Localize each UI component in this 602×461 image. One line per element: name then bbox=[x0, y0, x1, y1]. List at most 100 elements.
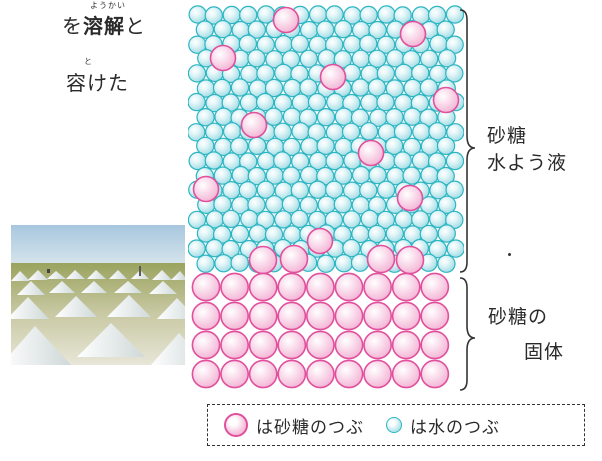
water-particle bbox=[213, 195, 232, 214]
water-particle bbox=[239, 5, 258, 25]
water-particle bbox=[299, 196, 319, 215]
water-particle bbox=[316, 107, 336, 127]
water-particle bbox=[213, 166, 232, 185]
water-particle bbox=[376, 180, 396, 199]
water-particle bbox=[230, 253, 249, 272]
sugar-particle-solid bbox=[220, 301, 250, 331]
sugar-particle-dissolved bbox=[192, 175, 220, 203]
water-particle bbox=[188, 239, 206, 258]
text-line-dissolution: を溶解と bbox=[62, 10, 146, 39]
sugar-particle-dissolved bbox=[396, 184, 424, 212]
water-particle bbox=[256, 64, 275, 83]
sugar-particle-dissolved bbox=[399, 20, 427, 48]
water-particle bbox=[385, 224, 404, 243]
sugar-particle-solid bbox=[363, 272, 393, 302]
water-particle bbox=[368, 165, 387, 185]
legend-item-water: は水のつぶ bbox=[386, 413, 500, 438]
sugar-particle-solid bbox=[363, 359, 393, 389]
furigana-to: と bbox=[84, 57, 92, 66]
water-particle bbox=[427, 5, 447, 25]
water-particle bbox=[188, 210, 207, 230]
water-particle bbox=[341, 122, 361, 142]
sugar-particle-solid bbox=[277, 301, 307, 331]
water-particle bbox=[359, 180, 378, 200]
water-particle bbox=[446, 123, 464, 142]
water-particle bbox=[376, 64, 396, 83]
water-particle bbox=[445, 180, 464, 199]
text-line-prefix: を bbox=[62, 14, 83, 38]
sugar-particle-dissolved bbox=[319, 63, 347, 91]
water-particle bbox=[281, 195, 301, 214]
text-line-suffix: と bbox=[125, 14, 146, 38]
sugar-particle-solid bbox=[220, 272, 250, 302]
sugar-particle-solid bbox=[391, 330, 421, 360]
sugar-particle-solid bbox=[191, 272, 221, 302]
water-particle bbox=[291, 122, 310, 141]
label-sugar-of: 砂糖の bbox=[488, 306, 549, 328]
water-particle bbox=[325, 151, 344, 171]
water-particle bbox=[212, 78, 232, 98]
water-particle bbox=[333, 166, 353, 185]
sugar-particle-solid bbox=[305, 272, 335, 302]
sugar-particle-solid bbox=[420, 272, 450, 302]
water-particle bbox=[188, 92, 206, 112]
water-particle bbox=[411, 210, 430, 229]
water-particle bbox=[265, 195, 284, 214]
label-sugar: 砂糖 bbox=[487, 125, 528, 147]
water-particle bbox=[393, 122, 413, 142]
water-particle bbox=[376, 35, 396, 54]
furigana-youkai: ようかい bbox=[90, 1, 126, 10]
water-particle bbox=[419, 224, 439, 244]
water-particle bbox=[299, 49, 319, 68]
sugar-particle-solid bbox=[334, 272, 364, 302]
water-particle bbox=[428, 239, 447, 259]
sugar-solution-particle-diagram bbox=[188, 5, 464, 392]
sugar-particle-solid bbox=[277, 272, 307, 302]
water-particle bbox=[445, 64, 464, 83]
water-particle bbox=[308, 180, 327, 199]
water-particle bbox=[420, 165, 439, 185]
sugar-particle-solid bbox=[248, 359, 278, 389]
water-particle bbox=[360, 93, 379, 112]
text-line-dissolved: 容けた bbox=[66, 71, 129, 95]
water-particle bbox=[290, 209, 309, 229]
sugar-particle-solid bbox=[220, 359, 250, 389]
water-particle bbox=[274, 63, 293, 83]
water-particle bbox=[247, 166, 267, 186]
water-particle bbox=[238, 180, 258, 200]
sugar-particle-dissolved bbox=[395, 245, 425, 275]
water-particle bbox=[256, 180, 276, 199]
water-particle bbox=[290, 152, 310, 171]
water-particle bbox=[316, 136, 335, 156]
sugar-particle-dissolved bbox=[272, 6, 300, 34]
water-particle bbox=[445, 5, 464, 24]
water-particle bbox=[359, 34, 378, 53]
water-particle bbox=[274, 210, 293, 229]
water-particle bbox=[402, 137, 422, 157]
water-particle bbox=[376, 210, 396, 230]
water-particle bbox=[351, 78, 370, 97]
sugar-particle-dissolved bbox=[248, 245, 278, 275]
stray-dot bbox=[508, 253, 511, 256]
legend-water-label: は水のつぶ bbox=[410, 417, 500, 438]
water-particle bbox=[316, 254, 336, 273]
label-solid: 固体 bbox=[524, 341, 565, 363]
water-particle bbox=[368, 20, 387, 40]
sugar-particle-solid bbox=[363, 301, 393, 331]
water-particle bbox=[411, 63, 430, 83]
legend-box: は砂糖のつぶ は水のつぶ bbox=[207, 404, 585, 446]
sugar-particle-solid bbox=[420, 359, 450, 389]
sugar-particle-solid bbox=[391, 359, 421, 389]
legend-item-sugar: は砂糖のつぶ bbox=[224, 413, 364, 438]
sugar-particle-solid bbox=[363, 330, 393, 360]
water-particle bbox=[359, 122, 379, 141]
sugar-particles bbox=[191, 6, 460, 389]
sugar-particle-dissolved bbox=[306, 227, 334, 255]
water-particle bbox=[264, 107, 283, 126]
water-particle bbox=[428, 122, 447, 141]
water-particle bbox=[196, 136, 215, 156]
sugar-particle-dissolved bbox=[357, 139, 385, 167]
sugar-particle-solid bbox=[248, 301, 278, 331]
sugar-particle-dissolved bbox=[366, 244, 396, 274]
water-particle bbox=[273, 93, 293, 113]
